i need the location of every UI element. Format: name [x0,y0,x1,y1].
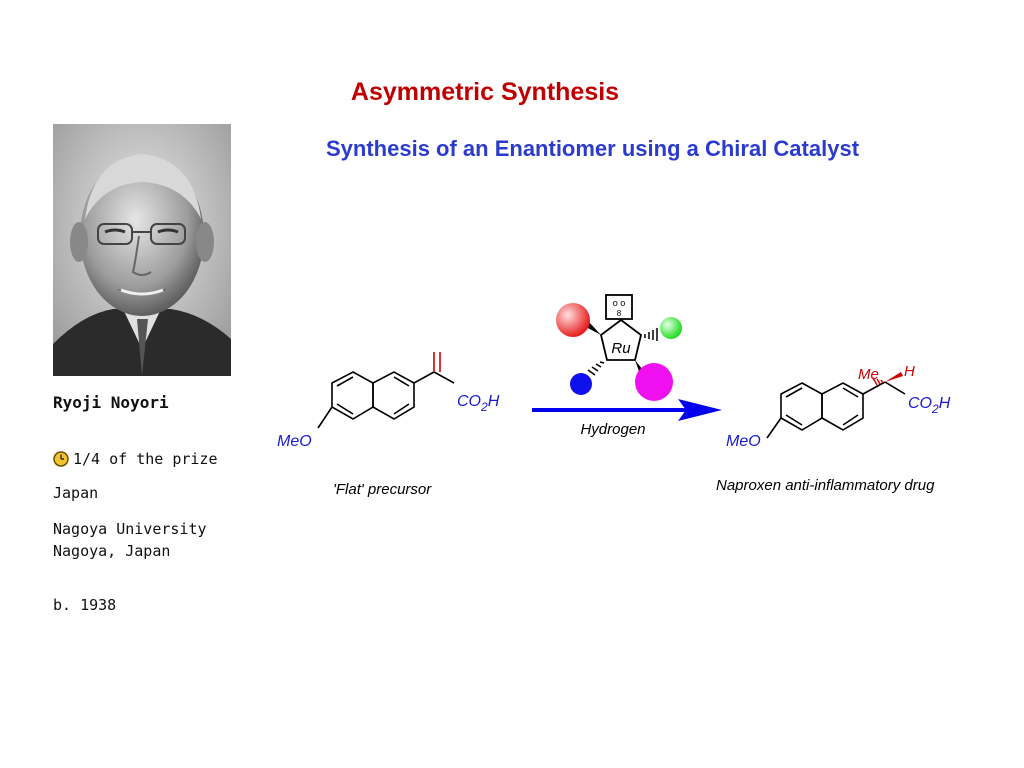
product-stereo-h-label: H [904,363,915,380]
catalyst-box-bottom: 8 [617,309,622,318]
reactant-meo-label: MeO [277,433,312,450]
clock-icon [53,451,69,467]
catalyst-ligand-green-ball [660,317,682,339]
portrait-photo [53,124,231,376]
birth-year: b. 1938 [53,596,117,614]
laureate-name: Ryoji Noyori [53,393,169,412]
product-meo-label: MeO [726,433,761,450]
product-caption: Naproxen anti-inflammatory drug [716,477,935,494]
catalyst-ligand-blue-ball [570,373,592,395]
reaction-arrow [532,399,722,421]
catalyst-ligand-red-ball [556,303,590,337]
product-acid-label: CO2H [908,395,951,416]
catalyst-ligand-magenta-ball [635,363,673,401]
page-subtitle: Synthesis of an Enantiomer using a Chira… [326,136,860,161]
laureate-country: Japan [53,484,99,502]
reactant-caption: 'Flat' precursor [333,481,432,498]
ruthenium-catalyst: o o 8 Ru [556,294,682,401]
reactant-structure [317,371,455,429]
prize-share-text: 1/4 of the prize [73,450,218,468]
product-methyl-label: Me [858,366,879,383]
reagent-label: Hydrogen [580,421,645,438]
affiliation-line2: Nagoya, Japan [53,542,171,560]
reactant-acid-label: CO2H [457,393,500,414]
catalyst-box-top: o o [613,298,626,308]
catalyst-metal-label: Ru [611,340,631,357]
affiliation-line1: Nagoya University [53,520,207,538]
product-structure [766,381,906,439]
prize-share: 1/4 of the prize [53,450,218,468]
page-title: Asymmetric Synthesis [350,78,620,106]
